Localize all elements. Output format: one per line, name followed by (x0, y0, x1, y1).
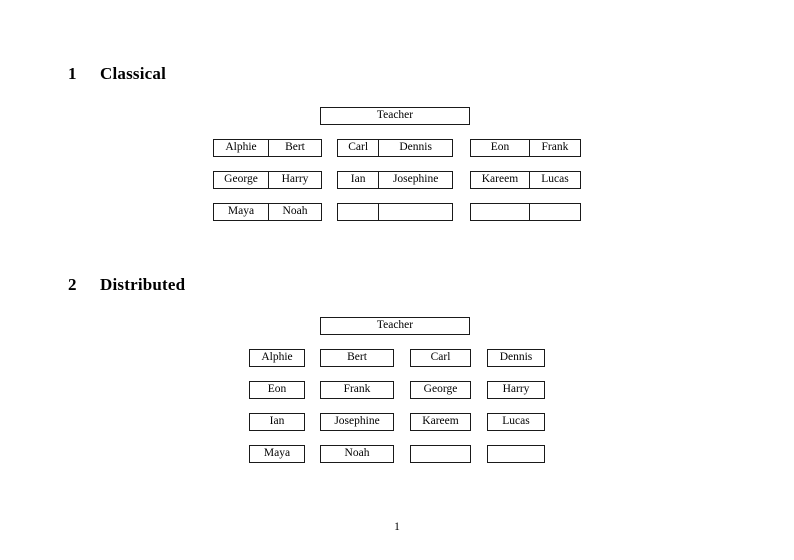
section-title-distributed: Distributed (100, 275, 186, 294)
student-cell: Dennis (378, 140, 452, 156)
student-cell: Josephine (378, 172, 452, 188)
student-box: Josephine (320, 413, 394, 431)
student-box: Dennis (487, 349, 545, 367)
classical-row-group: Eon Frank (470, 139, 581, 157)
classical-row-group: Alphie Bert (213, 139, 322, 157)
classical-row-group (337, 203, 453, 221)
student-box: Maya (249, 445, 305, 463)
classical-row-group: Kareem Lucas (470, 171, 581, 189)
student-cell: Noah (267, 204, 321, 220)
student-cell: Harry (267, 172, 321, 188)
student-cell: Kareem (481, 173, 519, 186)
student-cell: Ian (350, 173, 366, 186)
classical-row-group: Carl Dennis (337, 139, 453, 157)
student-box: Noah (320, 445, 394, 463)
student-box: Carl (410, 349, 471, 367)
empty-box (487, 445, 545, 463)
page-number: 1 (394, 521, 400, 533)
section-heading-classical: 1 Classical (68, 64, 166, 84)
student-box: Alphie (249, 349, 305, 367)
student-box: Bert (320, 349, 394, 367)
classical-row-group: Ian Josephine (337, 171, 453, 189)
student-box: George (410, 381, 471, 399)
student-cell: George (224, 173, 258, 186)
student-box: Frank (320, 381, 394, 399)
student-cell: Eon (490, 141, 510, 154)
student-box: Kareem (410, 413, 471, 431)
section-title-classical: Classical (100, 64, 167, 83)
student-cell: Lucas (528, 172, 580, 188)
section-number-1: 1 (68, 64, 77, 83)
empty-cell (338, 204, 378, 220)
distributed-teacher-box: Teacher (320, 317, 470, 335)
empty-box (410, 445, 471, 463)
empty-cell (378, 204, 452, 220)
student-box: Harry (487, 381, 545, 399)
student-cell: Frank (528, 140, 580, 156)
student-cell: Bert (267, 140, 321, 156)
classical-row-group (470, 203, 581, 221)
classical-row-group: George Harry (213, 171, 322, 189)
student-box: Ian (249, 413, 305, 431)
student-box: Eon (249, 381, 305, 399)
student-cell: Carl (348, 141, 369, 154)
classical-teacher-box: Teacher (320, 107, 470, 125)
empty-cell (528, 204, 580, 220)
student-cell: Maya (227, 205, 255, 218)
student-cell: Alphie (225, 141, 257, 154)
classical-row-group: Maya Noah (213, 203, 322, 221)
section-heading-distributed: 2 Distributed (68, 275, 185, 295)
section-number-2: 2 (68, 275, 77, 294)
student-box: Lucas (487, 413, 545, 431)
empty-cell (471, 204, 529, 220)
